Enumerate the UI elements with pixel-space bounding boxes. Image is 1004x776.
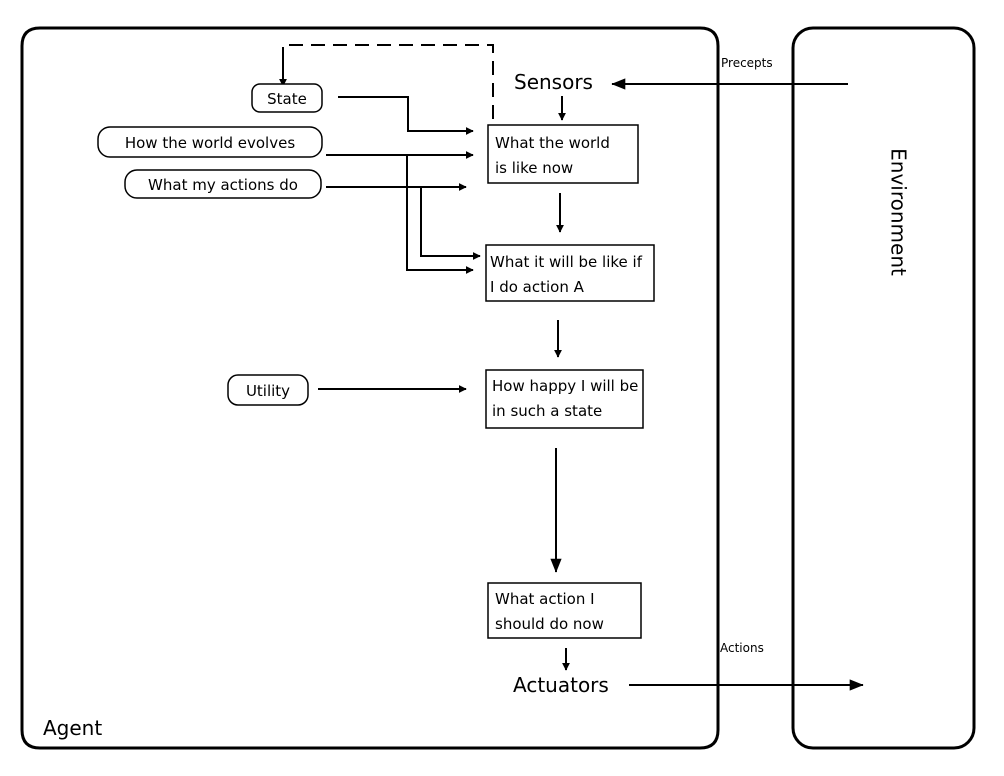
world-evolves-node xyxy=(97,126,323,158)
sensors-label: Sensors xyxy=(514,70,593,94)
action-now-line-1: What action I xyxy=(495,590,595,608)
state-label: State xyxy=(267,90,307,108)
world-now-box xyxy=(487,124,639,184)
environment-label: Environment xyxy=(887,148,911,276)
my-actions-label: What my actions do xyxy=(148,176,298,194)
agent-label: Agent xyxy=(43,716,102,740)
happy-box xyxy=(485,369,644,429)
precepts-label: Precepts xyxy=(721,56,773,70)
happy-line-2: in such a state xyxy=(492,402,602,420)
world-evolves-label: How the world evolves xyxy=(125,134,296,152)
environment-boundary xyxy=(791,26,976,750)
agent-boundary xyxy=(20,26,720,750)
action-now-line-2: should do now xyxy=(495,615,604,633)
if-action-box xyxy=(485,244,655,302)
world-now-line-2: is like now xyxy=(495,159,573,177)
happy-line-1: How happy I will be xyxy=(492,377,638,395)
if-action-line-2: I do action A xyxy=(490,278,585,296)
state-node xyxy=(251,83,323,113)
action-now-box xyxy=(487,582,642,639)
utility-label: Utility xyxy=(246,382,290,400)
actuators-label: Actuators xyxy=(513,673,609,697)
utility-node xyxy=(227,374,309,406)
world-evolves-to-if-action-arrow xyxy=(406,155,474,274)
state-to-world-arrow xyxy=(338,96,474,135)
state-feedback-line xyxy=(282,44,494,119)
my-actions-node xyxy=(124,169,322,199)
my-actions-to-if-action-arrow xyxy=(420,187,481,260)
if-action-line-1: What it will be like if xyxy=(490,253,643,271)
world-now-line-1: What the world xyxy=(495,134,610,152)
actions-label: Actions xyxy=(720,641,764,655)
